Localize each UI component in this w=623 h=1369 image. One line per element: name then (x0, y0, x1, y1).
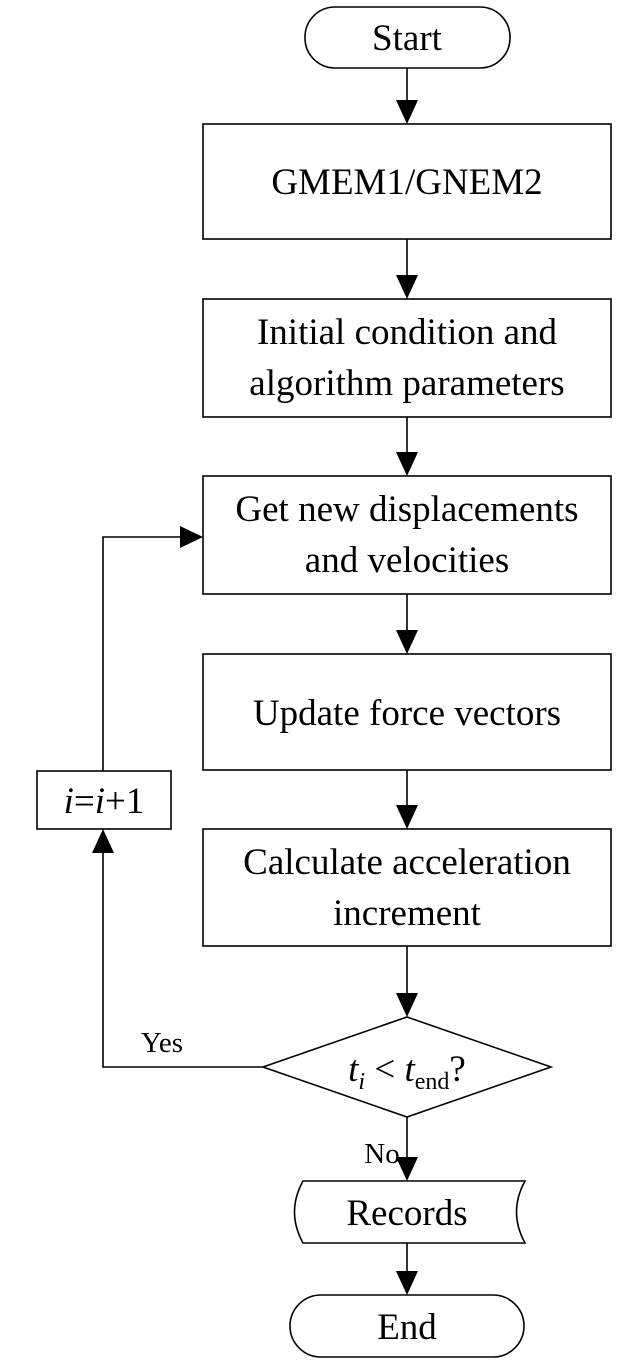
end-node: End (289, 1294, 525, 1358)
init-label-line1: Initial condition and (257, 312, 558, 353)
start-node: Start (304, 6, 511, 69)
records-label: Records (346, 1193, 467, 1234)
model-label: GMEM1/GNEM2 (271, 162, 542, 203)
arrow-start-to-model (396, 68, 418, 124)
yes-loop-path: Yes (92, 829, 263, 1068)
get-node: Get new displacements and velocities (202, 475, 612, 595)
arrow-model-to-init (396, 239, 418, 299)
counter-node: i=i+1 (36, 770, 172, 830)
update-node: Update force vectors (202, 653, 612, 771)
calc-label-line2: increment (333, 893, 482, 934)
init-node: Initial condition and algorithm paramete… (202, 298, 612, 418)
update-label: Update force vectors (253, 693, 561, 734)
model-node: GMEM1/GNEM2 (202, 123, 612, 240)
calc-label-line1: Calculate acceleration (243, 842, 571, 883)
arrow-records-to-end (396, 1243, 418, 1295)
calc-node: Calculate acceleration increment (202, 828, 612, 947)
arrow-counter-to-get (102, 526, 203, 771)
counter-label: i=i+1 (64, 781, 145, 822)
arrow-decision-to-records: No (364, 1117, 418, 1181)
arrow-get-to-update (396, 594, 418, 654)
get-label-line2: and velocities (305, 540, 509, 581)
arrow-calc-to-decision (396, 946, 418, 1017)
end-label: End (377, 1307, 437, 1348)
records-node: Records (293, 1180, 527, 1244)
init-label-line2: algorithm parameters (249, 363, 564, 404)
yes-label: Yes (141, 1027, 183, 1059)
arrow-update-to-calc (396, 770, 418, 829)
no-label: No (364, 1138, 399, 1170)
decision-label: ti < tend? (348, 1049, 466, 1095)
decision-node: ti < tend? (260, 1016, 554, 1118)
arrow-init-to-get (396, 417, 418, 476)
start-label: Start (372, 18, 443, 59)
get-label-line1: Get new displacements (235, 489, 578, 530)
